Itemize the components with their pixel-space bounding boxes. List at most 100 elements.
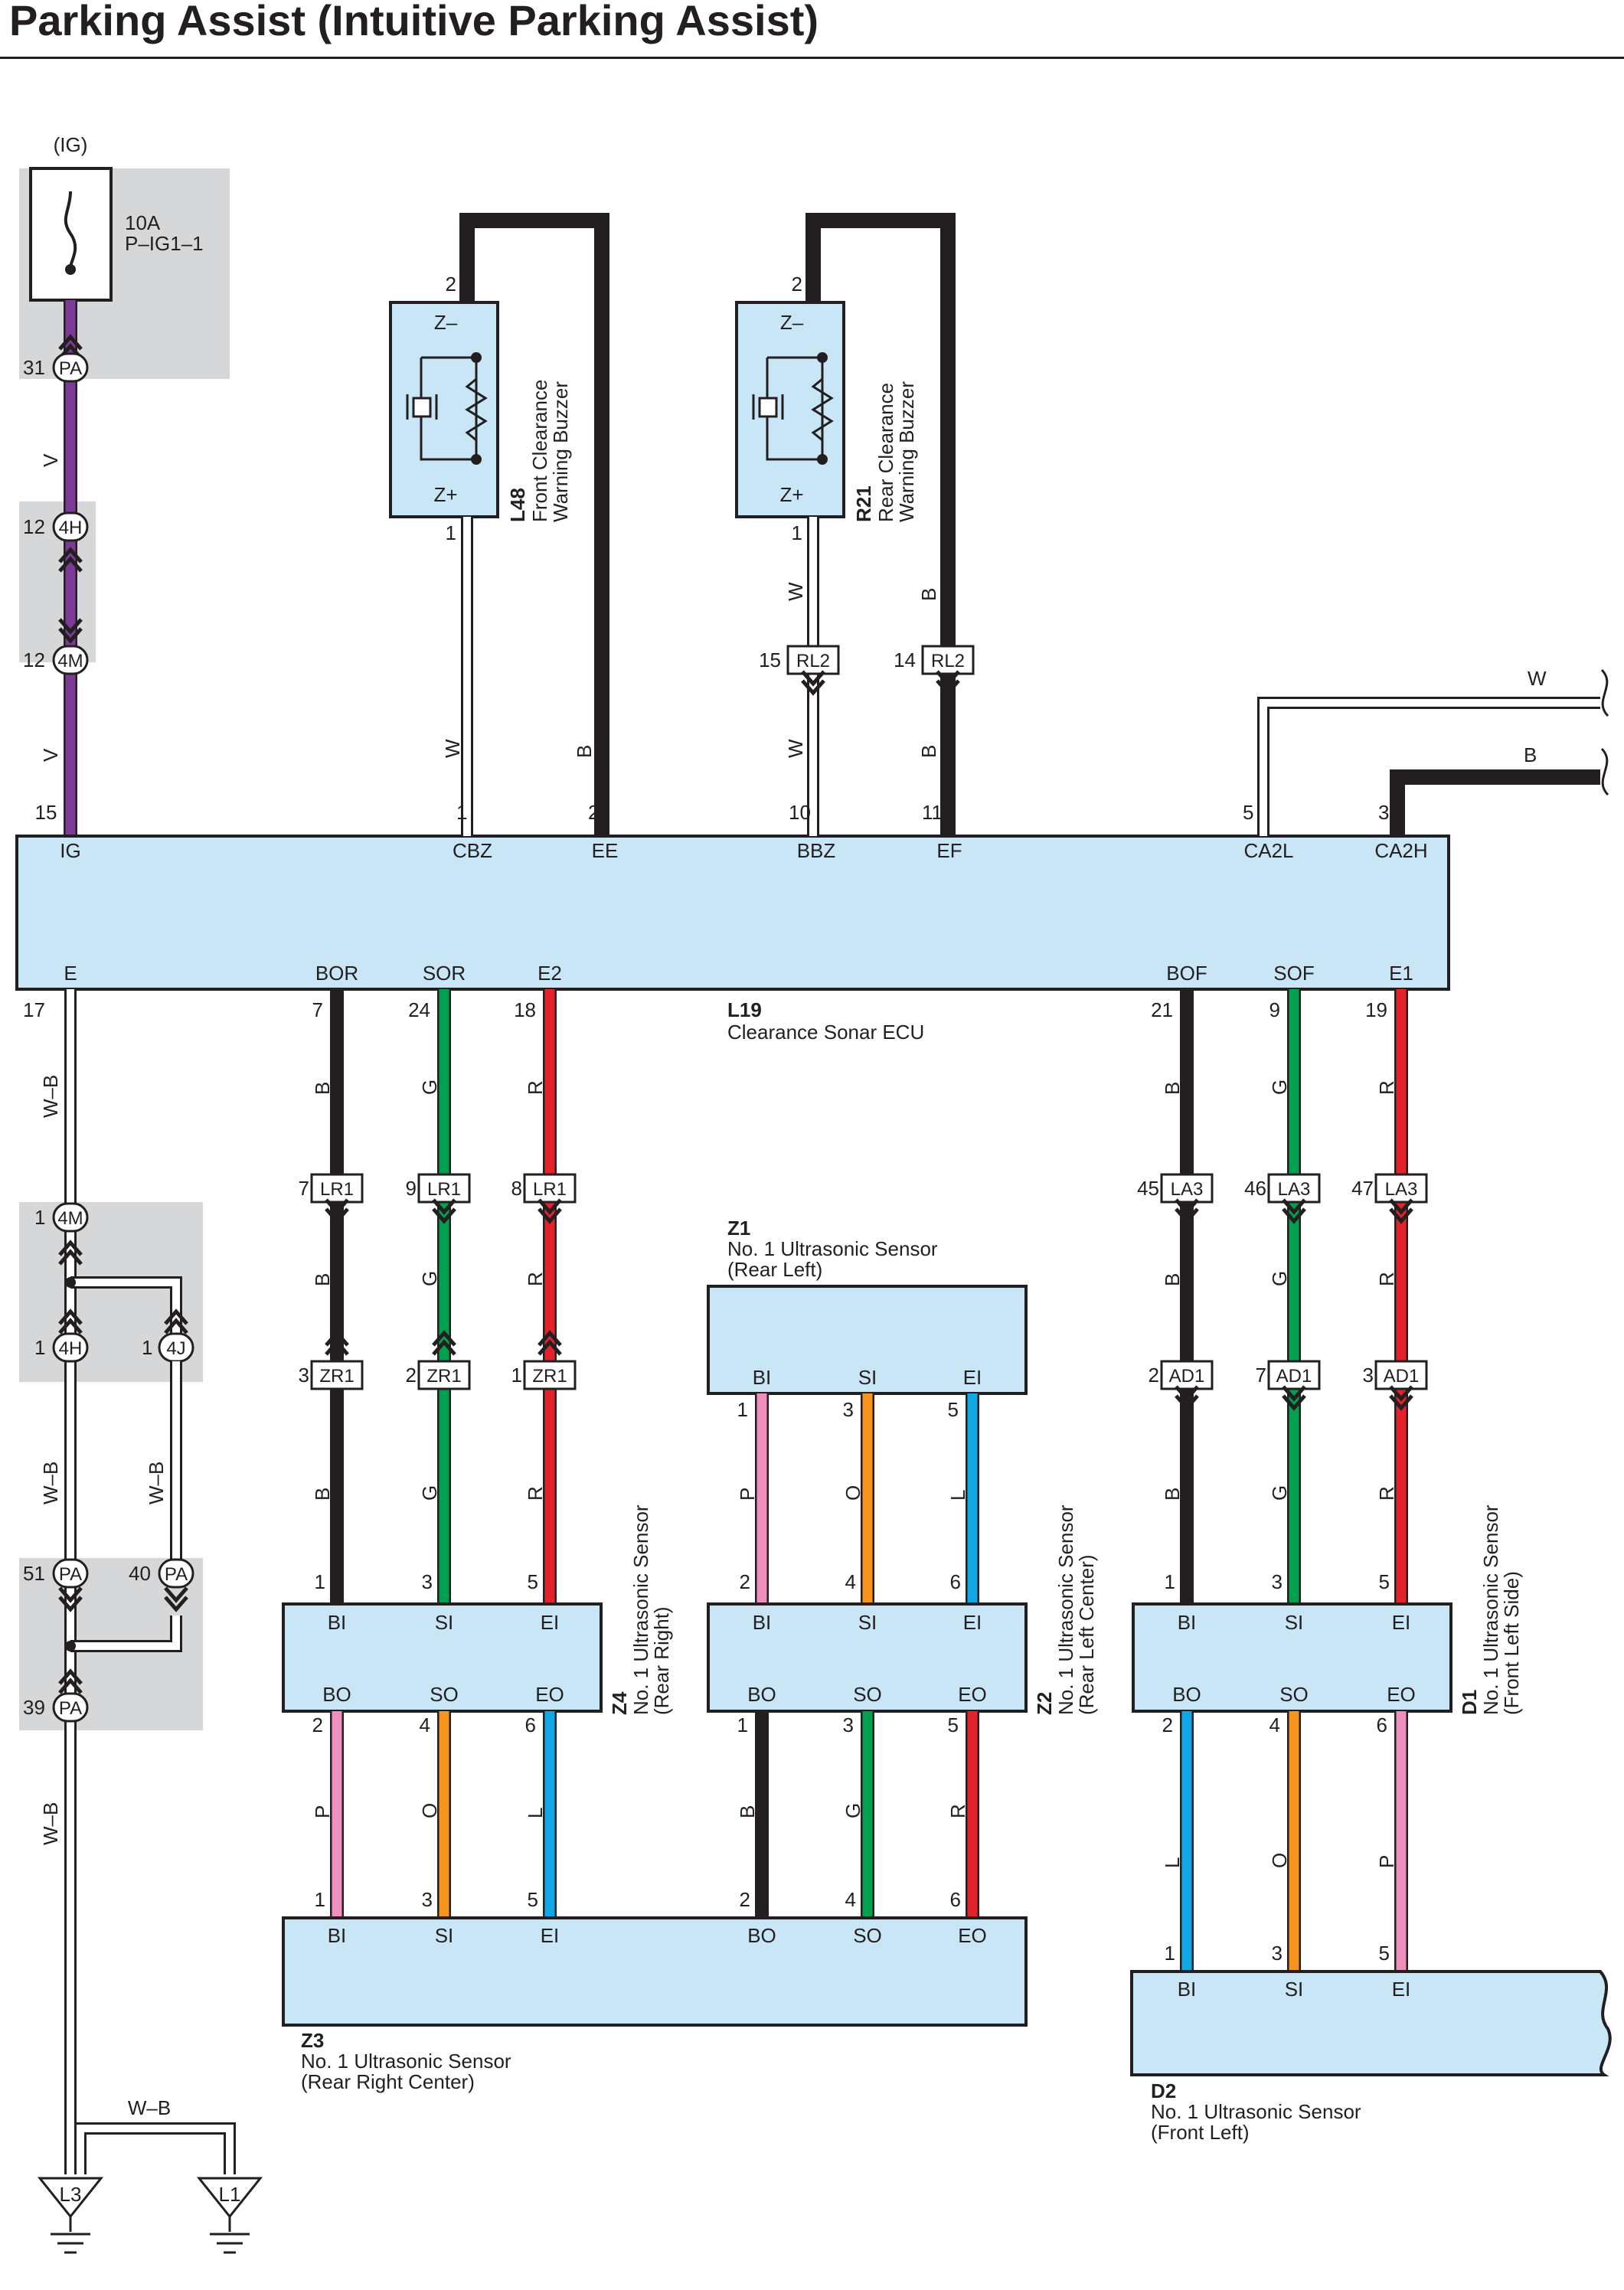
conn-4m12-shape: [52, 645, 89, 675]
conn-la3-2-label: LA3: [1385, 1179, 1418, 1200]
conn-ad1-1-shape: [1267, 1360, 1321, 1390]
conn-4m12-label: 4M: [57, 651, 83, 671]
pin-ecu-rear-0: 7: [312, 998, 323, 1021]
pin-ecu-front-0: 21: [1151, 998, 1173, 1021]
fuse-source: (IG): [54, 133, 88, 156]
d1-code: D1: [1458, 1690, 1481, 1715]
pin-z1-2: 5: [948, 1398, 959, 1421]
d1-line1: No. 1 Ultrasonic Sensor: [1479, 1504, 1502, 1715]
z2-line2: (Rear Left Center): [1075, 1554, 1098, 1715]
pin-z2-out-2: 5: [948, 1713, 959, 1736]
conn-4h1-label: 4H: [59, 1338, 83, 1359]
wire-code-rear-b-0: B: [311, 1273, 334, 1286]
chev-pa39-a: [58, 1668, 83, 1685]
chev-rl2-14-b: [936, 670, 960, 687]
conn-4m1-label: 4M: [57, 1208, 83, 1229]
z1-terminal-ei: EI: [963, 1366, 982, 1389]
pin-d1-in-2: 5: [1379, 1570, 1390, 1593]
chev-rl2-15-a: [801, 679, 825, 696]
chev-zr1-2-b: [538, 1339, 562, 1356]
z4-terminal-eo: EO: [535, 1683, 564, 1706]
wire-code-z4-z3-0: P: [311, 1805, 334, 1818]
conn-lr1-0-shape: [310, 1173, 364, 1204]
conn-4h1-shape: [52, 1332, 89, 1363]
pin-z4-in-2: 5: [528, 1570, 538, 1593]
z4-line1: No. 1 Ultrasonic Sensor: [629, 1504, 652, 1715]
ecu-terminal-cbz: CBZ: [453, 839, 492, 862]
chev-pa40-a: [164, 1596, 188, 1612]
conn-la3-0-label: LA3: [1171, 1179, 1204, 1200]
d1-terminal-eo: EO: [1387, 1683, 1416, 1706]
ecu-terminal-ee: EE: [592, 839, 619, 862]
conn-la3-1-shape: [1267, 1173, 1321, 1204]
pin-z3-out-2: 6: [950, 1888, 961, 1911]
wire-code-d1-d2-2: P: [1375, 1855, 1398, 1868]
pin-z3-out-0: 2: [740, 1888, 750, 1911]
buzzer-0-node-bottom: [471, 454, 482, 465]
chev-pa40-b: [164, 1586, 188, 1603]
wire-code-rear-c-0: B: [311, 1488, 334, 1501]
chev-pa51-b: [58, 1586, 83, 1603]
conn-zr1-0-label: ZR1: [319, 1366, 354, 1387]
conn-zr1-2-label: ZR1: [532, 1366, 567, 1387]
chev-lr1-0-a: [325, 1207, 349, 1224]
ground-1-label: L1: [219, 2183, 241, 2206]
pin-d1-in-1: 3: [1272, 1570, 1283, 1593]
wire-code-w1: W: [441, 739, 464, 758]
pin-z2-in-1: 4: [845, 1570, 856, 1593]
d2-box: [1130, 1970, 1612, 2076]
wire-code-wb1: W–B: [39, 1075, 62, 1118]
pin-z3-in-0: 1: [315, 1888, 325, 1911]
z4-code: Z4: [608, 1691, 631, 1715]
chev-ad1-1-a: [1282, 1394, 1306, 1411]
pin-lr1-0: 7: [299, 1177, 309, 1200]
conn-rl2-14-label: RL2: [931, 651, 965, 671]
junction-dot-2: [65, 1641, 76, 1651]
pin-ecu-front-2: 19: [1365, 998, 1387, 1021]
chev-zr1-1-b: [432, 1339, 456, 1356]
z3-line2: (Rear Right Center): [301, 2070, 475, 2093]
conn-zr1-1-label: ZR1: [426, 1366, 461, 1387]
ecu-panel: [15, 835, 1450, 991]
z4-terminal-bi: BI: [328, 1611, 347, 1634]
wire-code-front-a-0: B: [1161, 1082, 1184, 1095]
buzzer-0-line2: Warning Buzzer: [549, 381, 572, 522]
wire-code-d1-d2-0: L: [1161, 1857, 1184, 1868]
conn-la3-1-label: LA3: [1278, 1179, 1311, 1200]
chev-lr1-0-b: [325, 1198, 349, 1215]
wire-code-b4: B: [1524, 743, 1537, 766]
pin-z4-out-0: 2: [312, 1713, 323, 1736]
buzzer-1-pin-bottom: 1: [792, 521, 802, 544]
wire-code-z1-0: P: [736, 1488, 759, 1501]
pin-lr1-1: 9: [406, 1177, 417, 1200]
ground-0-symbol: [37, 2177, 104, 2219]
chev-lr1-1-a: [432, 1207, 456, 1224]
pin-12b: 12: [23, 648, 45, 671]
wire-ground-l1: [77, 2125, 234, 2174]
buzzer-1-line1: Rear Clearance: [874, 383, 897, 522]
wire-code-front-a-1: G: [1268, 1080, 1291, 1095]
pin-z4-out-2: 6: [525, 1713, 536, 1736]
ecu-terminal-ig: IG: [60, 839, 80, 862]
z1-code: Z1: [727, 1217, 750, 1240]
pin-1-4h: 1: [34, 1336, 45, 1359]
chev-la3-1-a: [1282, 1207, 1306, 1224]
chev-4m1-a: [58, 1240, 83, 1256]
conn-pa40-label: PA: [165, 1564, 188, 1585]
z2-terminal-ei: EI: [963, 1611, 982, 1634]
pin-d2-in-2: 5: [1379, 1942, 1390, 1965]
chev-4h-b: [58, 556, 83, 573]
conn-ad1-1-label: AD1: [1276, 1366, 1312, 1387]
wire-code-z2-z3-1: G: [841, 1803, 864, 1818]
wire-code-front-c-1: G: [1268, 1485, 1291, 1501]
z1-line2: (Rear Left): [727, 1258, 822, 1281]
pin-51: 51: [23, 1562, 45, 1585]
ecu-terminal-e2: E2: [538, 962, 562, 985]
wire-code-front-b-0: B: [1161, 1273, 1184, 1286]
chev-ad1-0-a: [1175, 1394, 1199, 1411]
buzzer-0-line1: Front Clearance: [528, 380, 551, 522]
z3-terminal-bo: BO: [747, 1924, 776, 1947]
wire-code-rear-a-0: B: [311, 1082, 334, 1095]
conn-lr1-2-shape: [523, 1173, 577, 1204]
d1-terminal-ei: EI: [1392, 1611, 1411, 1634]
